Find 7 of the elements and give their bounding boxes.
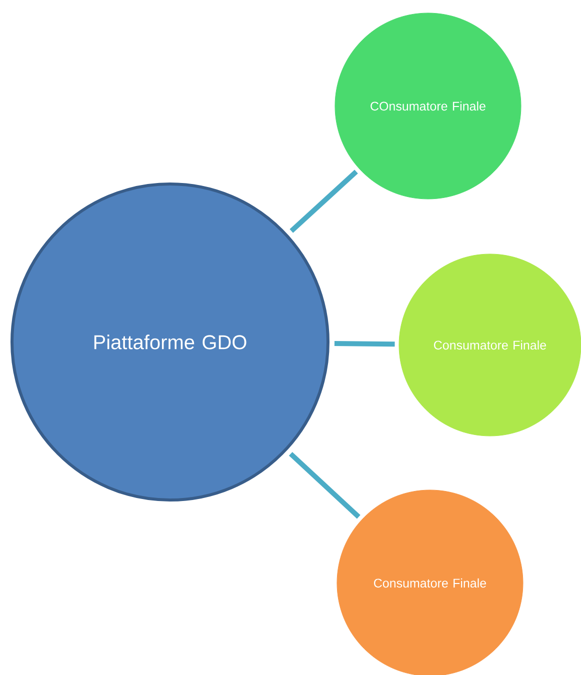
connector-line: [290, 170, 358, 233]
circle-node: Consumatore Finale: [398, 254, 581, 436]
connector-line: [334, 341, 395, 347]
circle-node: COnsumatore Finale: [334, 12, 522, 200]
connector-line: [288, 452, 360, 519]
circle-node: Piattaforme GDO: [10, 182, 330, 502]
circle-node: Consumatore Finale: [336, 490, 524, 675]
